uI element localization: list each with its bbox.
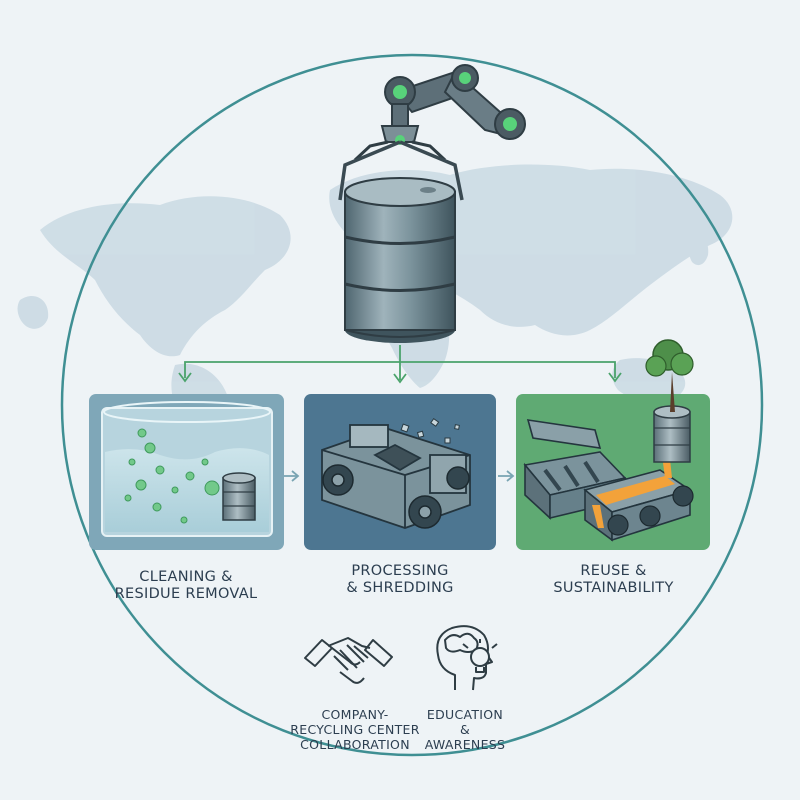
gear-icon [322, 464, 470, 529]
wheel-icon [607, 485, 694, 536]
head-lightbulb-icon [436, 625, 498, 691]
handshake-icon [304, 637, 393, 684]
education-label: EDUCATION & AWARENESS [424, 707, 506, 752]
reuse-panel [516, 339, 710, 550]
step-arrows [283, 470, 515, 482]
cycle-circle [60, 53, 764, 757]
step-label-reuse: REUSE & SUSTAINABILITY [553, 563, 674, 597]
step-label-cleaning: CLEANING & RESIDUE REMOVAL [114, 569, 258, 603]
processing-panel [304, 394, 496, 550]
collaboration-label: COMPANY- RECYCLING CENTER COLLABORATION [290, 707, 420, 752]
tree-icon [645, 339, 694, 412]
small-barrel-icon [222, 472, 256, 521]
recycled-barrel-icon [653, 405, 691, 463]
flow-arrows [178, 345, 622, 384]
oil-barrel-icon [344, 177, 456, 343]
cleaning-panel [89, 394, 284, 550]
robotic-arm-icon [338, 64, 526, 201]
step-label-processing: PROCESSING & SHREDDING [346, 563, 454, 597]
